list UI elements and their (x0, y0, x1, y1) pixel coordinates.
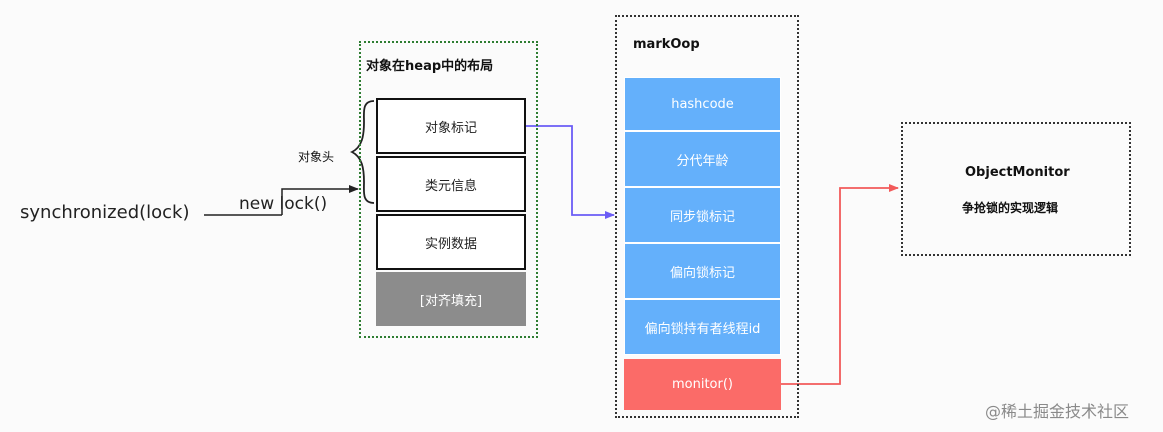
markoop-cell-biased-thread-id: 偏向锁持有者线程id (624, 299, 781, 355)
markoop-cell-hashcode: hashcode (624, 77, 781, 131)
heap-cell-mark-word: 对象标记 (376, 98, 526, 154)
heap-layout-title: 对象在heap中的布局 (366, 59, 494, 74)
heap-layout-container (359, 41, 538, 338)
header-brace (349, 100, 375, 204)
new-lock-label: new lock() (239, 194, 328, 214)
object-monitor-subtitle: 争抢锁的实现逻辑 (962, 201, 1059, 215)
object-header-label: 对象头 (298, 150, 335, 164)
markoop-title: markOop (633, 37, 700, 52)
monitor-to-objectmonitor-arrow (780, 184, 899, 385)
markoop-container (615, 15, 799, 418)
markoop-cell-lock-flag: 同步锁标记 (624, 187, 781, 243)
heap-cell-instance-data: 实例数据 (376, 214, 526, 270)
lock-to-header-arrow (281, 185, 359, 215)
mark-to-lockflag-arrow (526, 125, 615, 219)
object-monitor-box (901, 122, 1131, 256)
heap-cell-class-metadata: 类元信息 (376, 156, 526, 212)
object-monitor-title: ObjectMonitor (965, 165, 1070, 180)
markoop-cell-gc-age: 分代年龄 (624, 131, 781, 187)
heap-cell-padding: [对齐填充] (376, 272, 526, 326)
markoop-cell-biased-lock-flag: 偏向锁标记 (624, 243, 781, 299)
markoop-cell-monitor: monitor() (624, 359, 781, 410)
watermark-text: @稀土掘金技术社区 (985, 402, 1130, 421)
synchronized-call-label: synchronized(lock) (20, 202, 190, 223)
